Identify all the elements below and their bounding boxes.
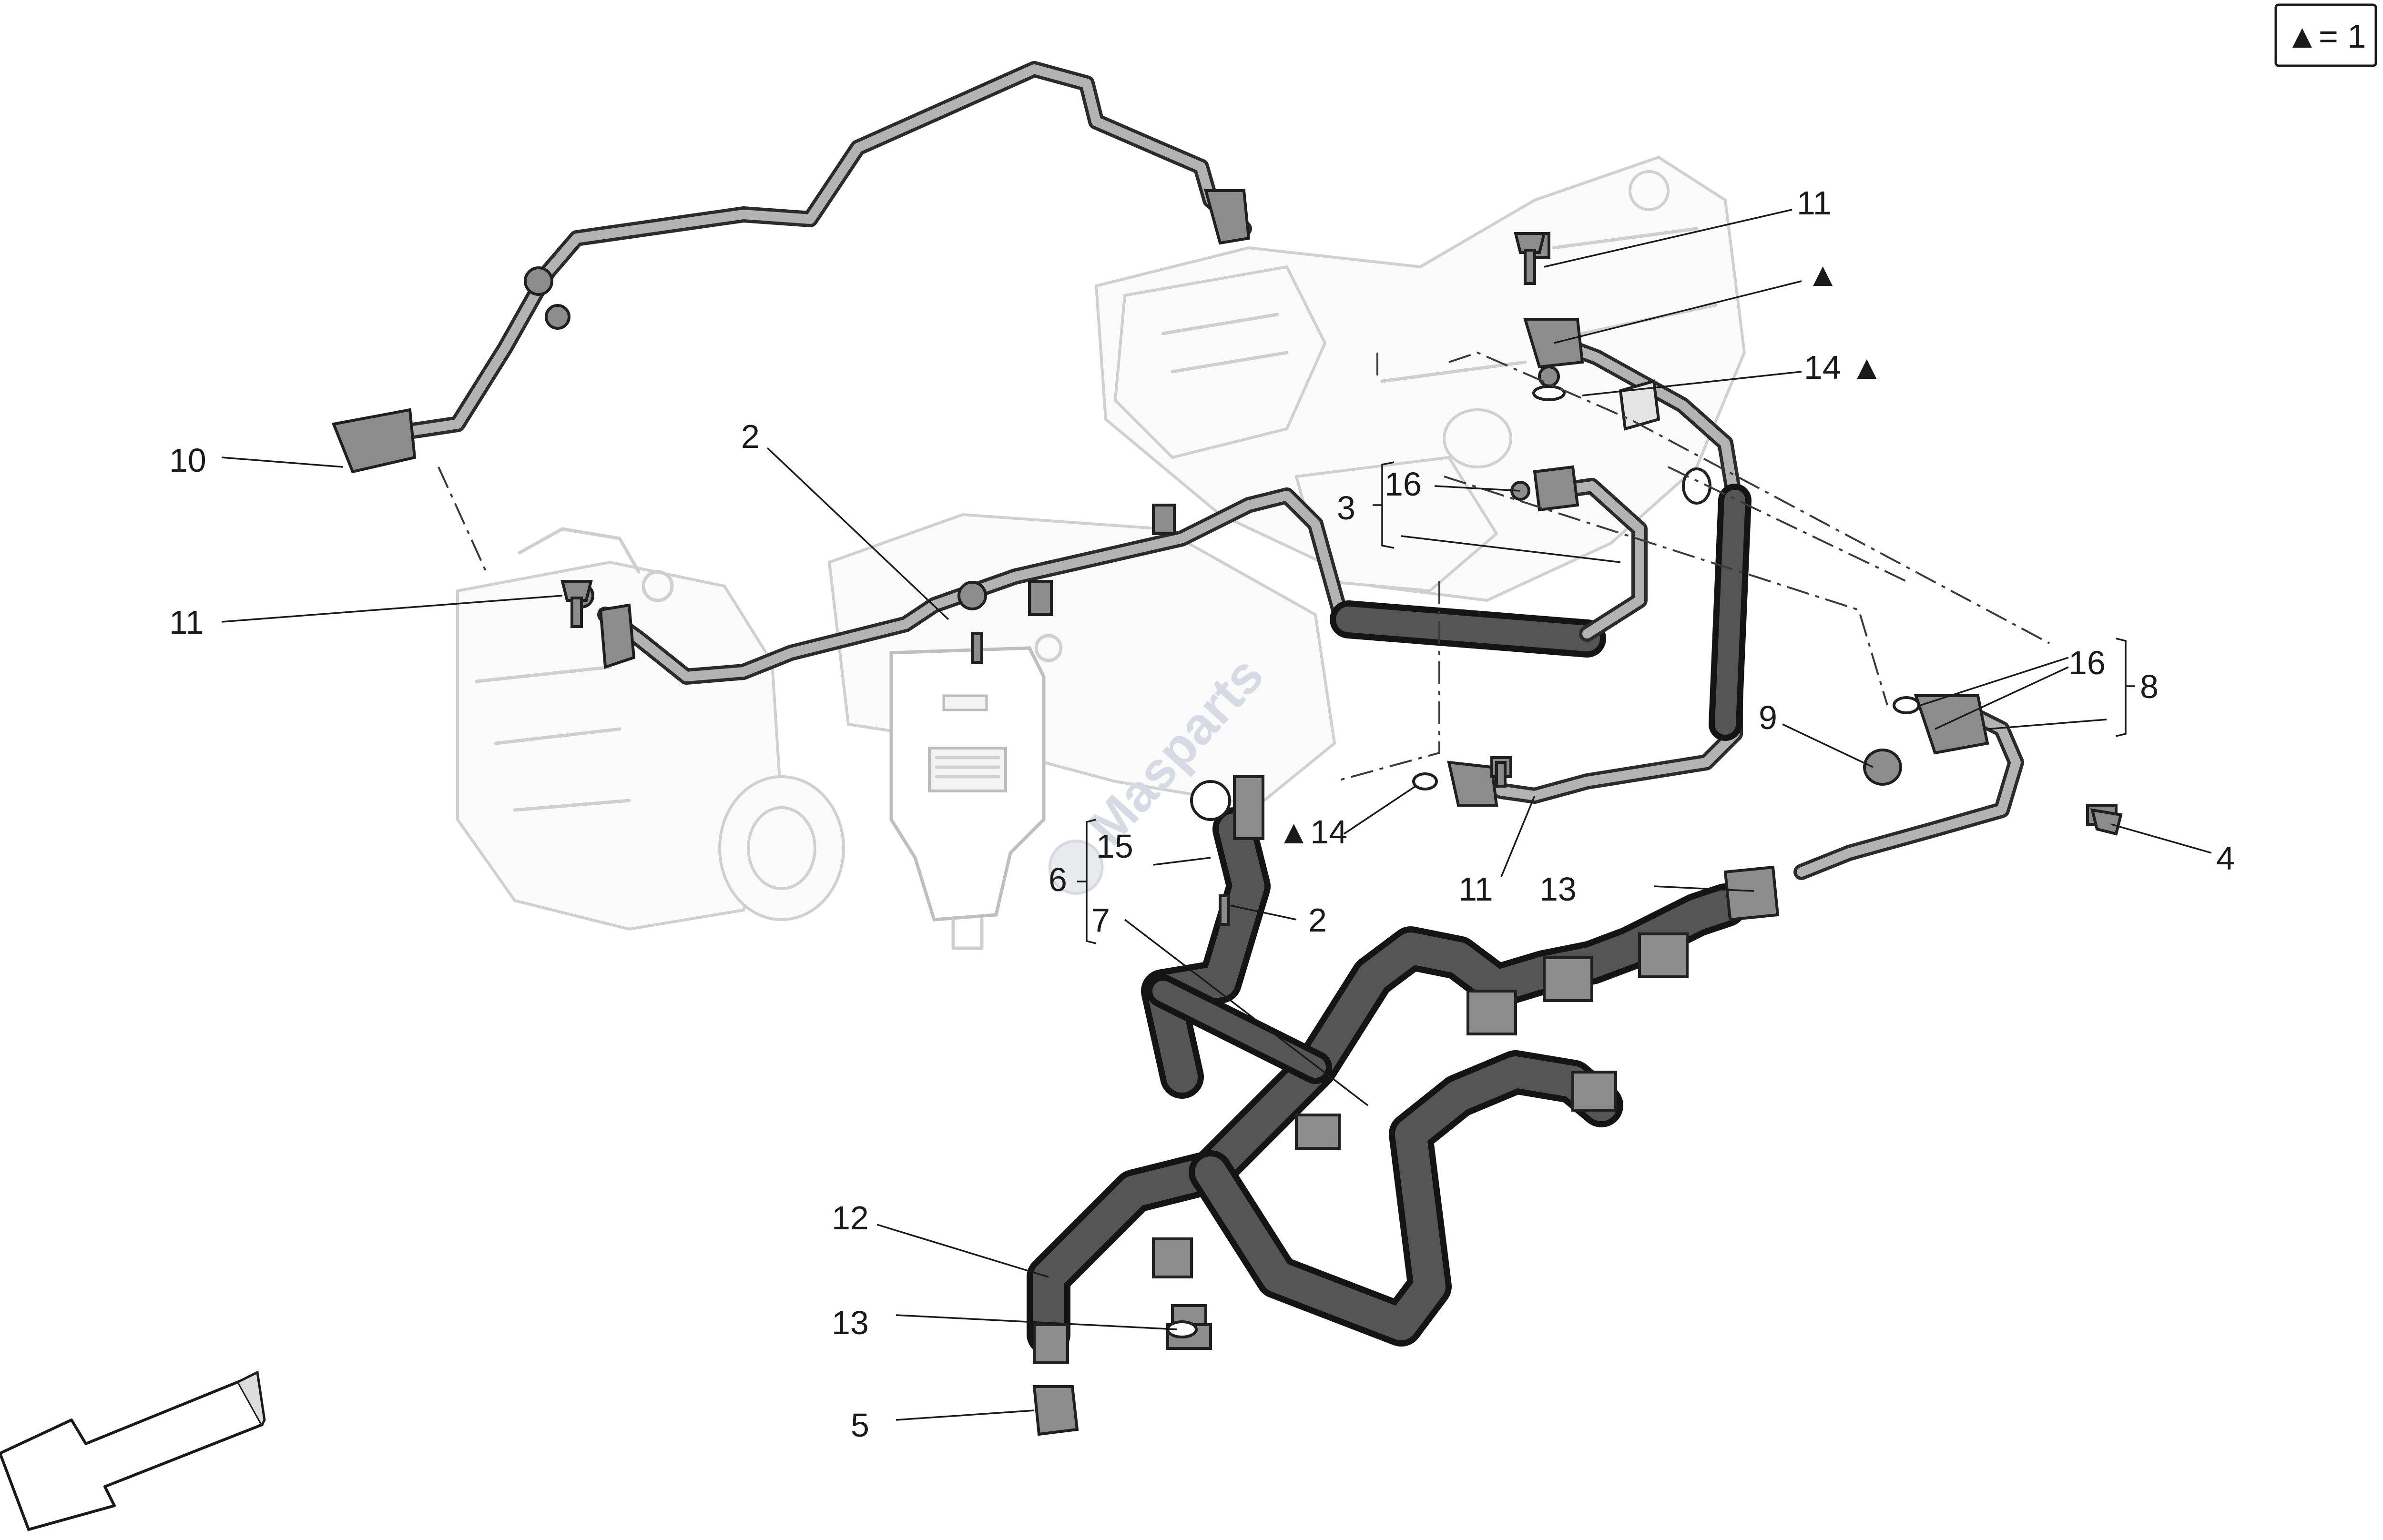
fasteners [560,232,2123,926]
hose-assembly [1330,465,1648,658]
callout-7: 7 [1091,902,1110,939]
leader-lines [221,209,2212,1421]
callout-triangle-14: ▲14 [1277,813,1347,851]
callout-14-triangle: 14 ▲ [1804,349,1884,386]
direction-arrow [0,1370,266,1531]
callout-13-lower: 13 [832,1304,869,1341]
callout-labels: 11 ▲ 14 ▲ 2 10 16 3 11 16 8 9 ▲14 15 6 7… [169,184,2235,1444]
callout-13-right: 13 [1539,871,1577,908]
legend-box: ▲= 1 [2274,3,2377,67]
callout-16-right: 16 [2068,644,2106,681]
callout-8: 8 [2140,668,2159,705]
callout-9: 9 [1759,699,1777,736]
callout-16-left: 16 [1385,466,1422,503]
callout-12: 12 [832,1199,869,1236]
control-module [889,646,1046,950]
callout-triangle: ▲ [1806,256,1839,293]
callout-11-lower: 11 [1458,871,1493,908]
callout-11-top: 11 [1797,184,1832,222]
callout-2-lower: 2 [1308,902,1327,939]
callout-2-top: 2 [741,418,760,455]
callout-11-left: 11 [169,604,204,641]
alignment-lines [438,351,2050,782]
callout-5: 5 [851,1407,869,1444]
legend-text: ▲= 1 [2286,18,2366,55]
upper-left-pipe [331,61,1252,474]
right-pipe-assembly [1412,232,1752,807]
lower-hose-assembly [1027,775,1780,1436]
callout-6: 6 [1049,861,1067,898]
callout-4: 4 [2216,840,2235,877]
callout-10: 10 [169,442,206,479]
callout-3: 3 [1337,489,1355,527]
callout-15: 15 [1096,828,1133,865]
